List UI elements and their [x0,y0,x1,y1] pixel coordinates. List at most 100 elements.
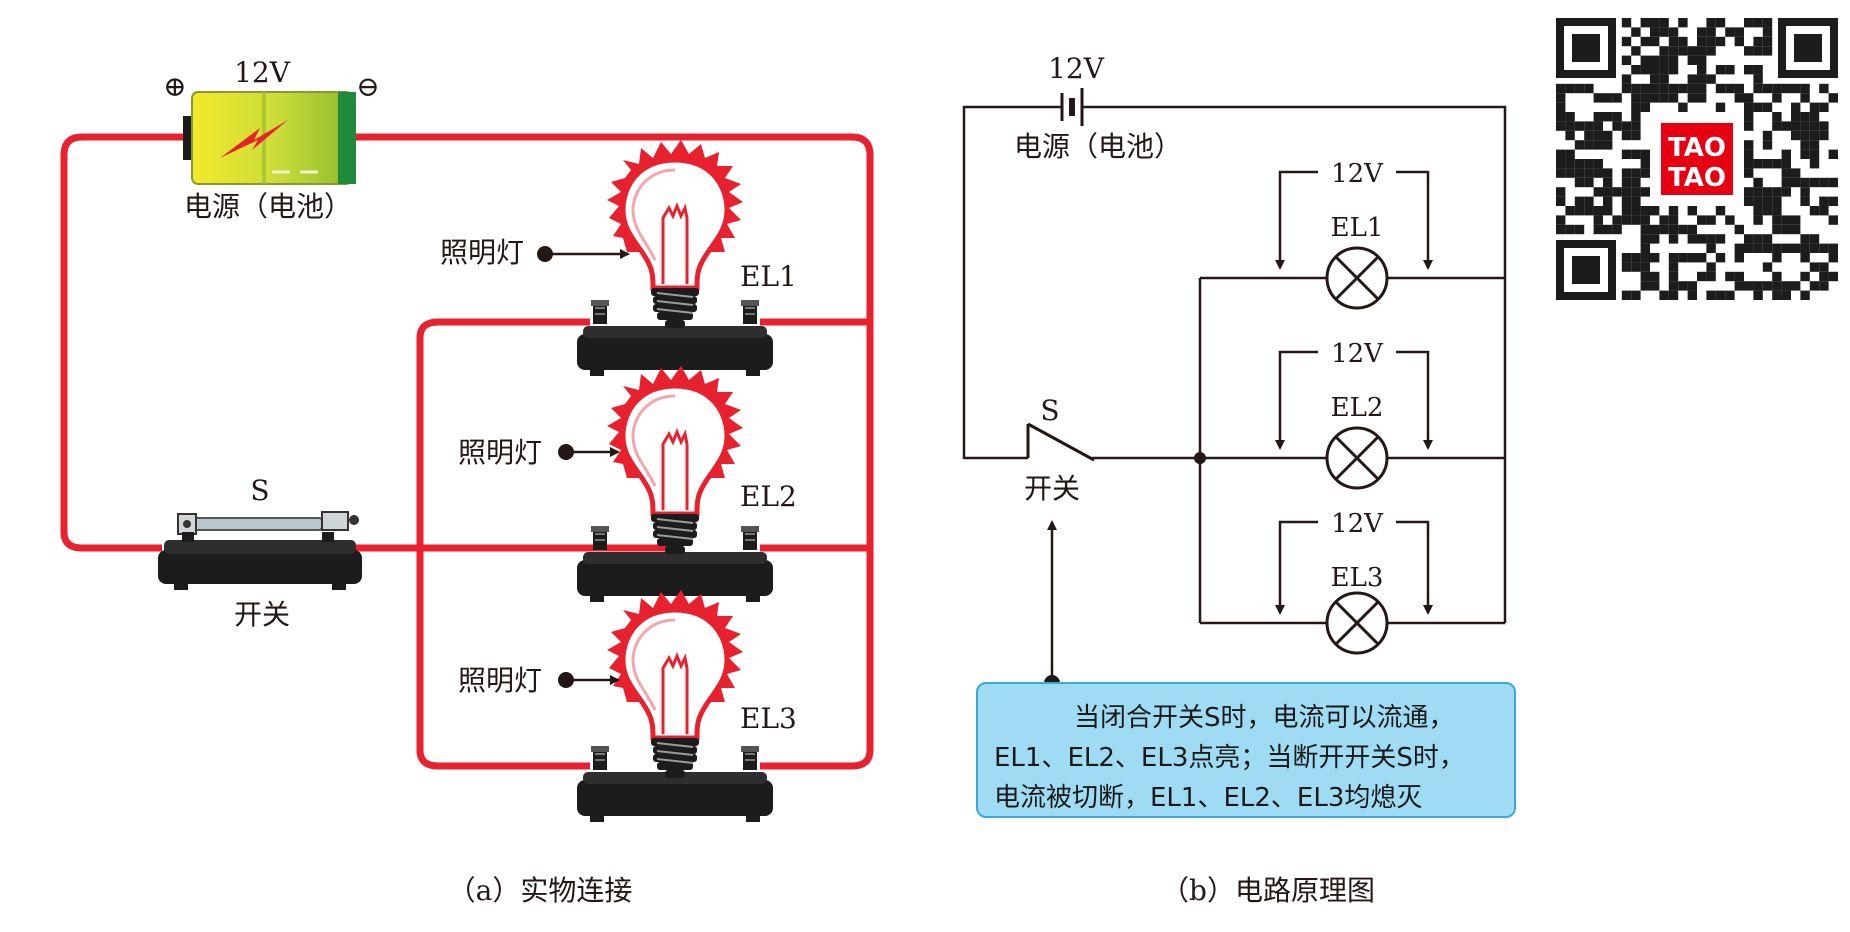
qr-module [1574,196,1585,206]
qr-module [1603,112,1613,122]
qr-module [1556,83,1566,94]
qr-module [1668,93,1679,103]
qr-module [1715,36,1726,47]
qr-module [1687,83,1697,94]
qr-module [1706,262,1716,272]
qr-module [1715,253,1726,263]
junction-dot [1194,452,1206,464]
qr-module [1678,46,1688,56]
qr-module [1772,215,1782,225]
qr-module [1762,262,1773,272]
qr-module [1706,27,1716,37]
qr-module [1640,93,1650,103]
qr-module [1659,18,1669,28]
qr-module [1621,253,1632,263]
qr-module [1631,112,1641,122]
switch-symbol [1026,422,1095,462]
qr-module [1800,271,1810,282]
qr-module [1565,83,1575,94]
qr-module [1819,196,1829,206]
qr-module [1640,83,1650,94]
qr-module [1781,149,1791,159]
qr-module [1772,196,1782,206]
plus-terminal-icon: ⊕ [163,70,186,103]
schem-lamp-el3-label: EL3 [1331,563,1384,593]
battery-voltage-label: 12V [234,56,291,89]
qr-module [1828,243,1838,253]
qr-module [1819,271,1829,282]
qr-module [1734,93,1744,103]
qr-module [1762,206,1773,216]
qr-module [1593,140,1603,150]
qr-module [1678,18,1688,28]
qr-module [1753,36,1763,47]
qr-module [1791,177,1801,188]
qr-module [1744,102,1754,112]
qr-module [1556,224,1566,235]
qr-module [1640,159,1650,169]
schem-lamp-el3 [1325,591,1389,655]
minus-terminal-icon: ⊖ [356,70,379,103]
qr-module [1640,18,1650,28]
qr-module [1772,121,1782,131]
qr-module [1734,253,1744,263]
qr-module [1762,18,1773,28]
qr-module [1744,93,1754,103]
qr-module [1668,215,1679,225]
qr-module [1800,140,1810,150]
qr-module [1706,243,1716,253]
qr-module [1678,83,1688,94]
qr-module [1659,224,1669,235]
qr-module [1621,18,1632,28]
lamp-el1-pointer-label: 照明灯 [440,236,524,269]
qr-module [1593,224,1603,235]
caption-a: （a）实物连接 [448,874,633,907]
qr-module [1621,130,1632,141]
qr-module [1650,27,1660,37]
qr-module [1781,187,1791,197]
qr-module [1621,168,1632,178]
qr-module [1565,130,1575,141]
qr-module [1781,290,1791,300]
qr-module [1593,187,1603,197]
qr-module [1744,140,1754,150]
qr-module [1593,168,1603,178]
qr-module [1640,281,1650,291]
qr-module [1650,281,1660,291]
qr-module [1631,83,1641,94]
qr-module [1809,206,1820,216]
qr-module [1697,215,1707,225]
qr-module [1659,215,1669,225]
logo-line-1: TAO [1668,133,1726,163]
panel-a: 12V ⊕ ⊖ 电源（电池） S 开关 照明灯 EL1 [60,56,874,907]
qr-module [1631,130,1641,141]
qr-module [1565,168,1575,178]
qr-module [1809,159,1820,169]
qr-module [1556,196,1566,206]
qr-module [1781,168,1791,178]
qr-module [1697,27,1707,37]
qr-module [1687,55,1697,65]
battery-symbol [1052,88,1094,126]
qr-module [1772,187,1782,197]
qr-module [1621,55,1632,65]
qr-module [1715,234,1726,244]
qr-module [1659,290,1669,300]
qr-module [1781,281,1791,291]
qr-module [1819,121,1829,131]
qr-module [1678,102,1688,112]
qr-module [1762,196,1773,206]
qr-module [1744,159,1754,169]
knife-switch [158,511,362,590]
qr-module [1565,149,1575,159]
note-line-1: 当闭合开关S时，电流可以流通， [1074,703,1455,733]
qr-module [1556,215,1566,225]
qr-module [1584,177,1594,188]
qr-module [1697,46,1707,56]
qr-module [1800,121,1810,131]
schem-lamp-el1-label: EL1 [1331,213,1384,243]
qr-module [1772,93,1782,103]
qr-module [1715,206,1726,216]
qr-module [1678,281,1688,291]
qr-module [1650,74,1660,84]
